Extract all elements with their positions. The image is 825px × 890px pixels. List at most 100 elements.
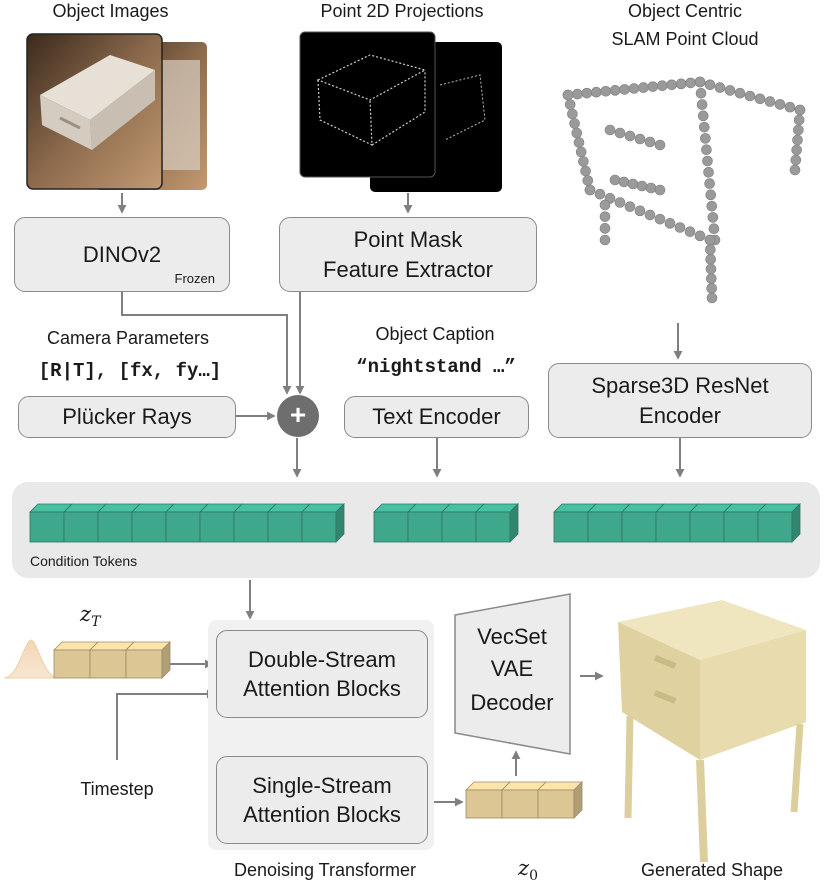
point-cloud-dot: [793, 124, 804, 136]
text-encoder-label: Text Encoder: [372, 404, 501, 430]
double-stream-attention-box: Double-Stream Attention Blocks: [216, 630, 428, 718]
point-cloud-dot: [794, 104, 806, 116]
point-cloud-dot: [792, 134, 803, 146]
object-images-title: Object Images: [52, 1, 169, 21]
point-cloud-dot: [684, 226, 696, 237]
condition-token: [29, 503, 73, 543]
point-cloud-dot: [634, 205, 646, 217]
point-cloud-dot: [619, 84, 630, 95]
point-cloud-dot: [666, 79, 678, 91]
condition-token: [267, 503, 311, 543]
point-cloud-dot: [774, 99, 786, 110]
point-cloud-dot: [624, 201, 636, 212]
point-cloud-dot: [706, 273, 717, 284]
zt-symbol: z: [80, 602, 92, 626]
sparse3d-resnet-encoder-box: Sparse3D ResNet Encoder: [548, 363, 812, 438]
point-cloud-dot: [734, 87, 746, 99]
point-cloud-dot: [674, 222, 686, 233]
object-images-thumbnail: [26, 33, 207, 190]
point-cloud-dot: [614, 197, 626, 208]
double-stream-line1: Double-Stream: [248, 646, 396, 672]
single-stream-line2: Attention Blocks: [243, 802, 401, 827]
point-cloud-dot: [564, 99, 576, 110]
point-cloud-dot: [789, 164, 801, 176]
sparse3d-line1: Sparse3D ResNet: [591, 373, 769, 399]
point-cloud-dot: [599, 223, 611, 234]
point-cloud-dot: [706, 200, 718, 212]
point-cloud-dot: [634, 133, 646, 145]
point-cloud-dot: [573, 137, 585, 148]
point-cloud-dot: [764, 96, 776, 107]
point-cloud-dot: [609, 85, 621, 96]
zt-subscript: T: [91, 614, 101, 631]
point-cloud-dot: [664, 218, 676, 229]
condition-token: [757, 503, 801, 543]
frozen-tag: Frozen: [174, 270, 215, 286]
point-cloud-dot: [705, 189, 717, 201]
point-cloud-dot: [609, 174, 621, 186]
condition-token: [373, 503, 417, 543]
point-cloud-dot: [624, 130, 636, 142]
point-cloud-dot: [784, 101, 796, 113]
point-cloud-dot: [654, 184, 666, 196]
point-cloud-dot: [594, 188, 606, 200]
object-caption-title: Object Caption: [375, 324, 495, 344]
zt-label: zT: [80, 602, 100, 630]
point-cloud-dot: [714, 82, 726, 93]
point-cloud-dot: [599, 211, 611, 222]
sum-symbol: +: [289, 399, 307, 430]
point-cloud-dot: [698, 121, 710, 133]
condition-token: [723, 503, 767, 543]
plucker-rays-box: Plücker Rays: [18, 396, 236, 438]
point-cloud-dot: [705, 254, 716, 265]
point-cloud-dot: [567, 108, 578, 120]
vae-decoder-line2: VAE: [490, 656, 534, 681]
point-cloud-dot: [694, 76, 706, 88]
point-cloud-dot: [754, 93, 766, 105]
point-cloud-dot: [706, 283, 717, 294]
zt-latent-token: [89, 641, 135, 679]
point-cloud-dot: [700, 133, 711, 144]
point-cloud-dot: [708, 223, 720, 235]
point-cloud-dot: [695, 87, 707, 99]
vae-decoder-shape: [454, 593, 571, 755]
condition-token: [199, 503, 243, 543]
point-cloud-dot: [627, 178, 639, 190]
point-cloud-dot: [599, 199, 611, 211]
point-cloud-dot: [704, 234, 716, 246]
condition-token-groups: [29, 503, 801, 543]
point-cloud-dot: [628, 83, 640, 94]
zt-latent-tokens: [53, 641, 171, 679]
point-projections-title: Point 2D Projections: [320, 1, 484, 21]
sparse3d-line2: Encoder: [639, 402, 721, 428]
point-cloud-dot: [790, 154, 802, 166]
point-cloud-dot: [584, 184, 596, 196]
generated-shape-caption: Generated Shape: [640, 860, 784, 880]
point-cloud-dot: [644, 136, 656, 148]
point-cloud-dot: [697, 110, 709, 122]
dinov2-label: DINOv2: [82, 241, 162, 267]
point-cloud-dot: [724, 85, 736, 96]
condition-token: [407, 503, 451, 543]
point-cloud-dot: [636, 180, 648, 192]
point-cloud-dot: [704, 178, 715, 189]
condition-token: [587, 503, 631, 543]
z0-latent-token: [501, 781, 547, 819]
point-cloud-dot: [618, 176, 630, 188]
point-cloud-dot: [582, 175, 594, 186]
point-cloud-dot: [572, 88, 583, 100]
single-stream-line1: Single-Stream: [252, 772, 392, 798]
camera-parameters-value: [R|T], [fx, fy…]: [38, 360, 222, 382]
point-cloud-dot: [600, 85, 612, 97]
point-mask-extractor-box: Point Mask Feature Extractor: [279, 217, 537, 292]
z0-latent-tokens: [465, 781, 583, 819]
condition-token: [63, 503, 107, 543]
z0-subscript: 0: [529, 868, 538, 885]
connector-arrows: [116, 193, 685, 807]
timestep-label: Timestep: [80, 779, 154, 799]
point-cloud-dot: [614, 127, 626, 139]
point-cloud-dot: [599, 234, 611, 246]
point-cloud-dot: [569, 118, 580, 129]
point-cloud-dot: [645, 182, 657, 194]
point-cloud-dot: [562, 89, 574, 101]
